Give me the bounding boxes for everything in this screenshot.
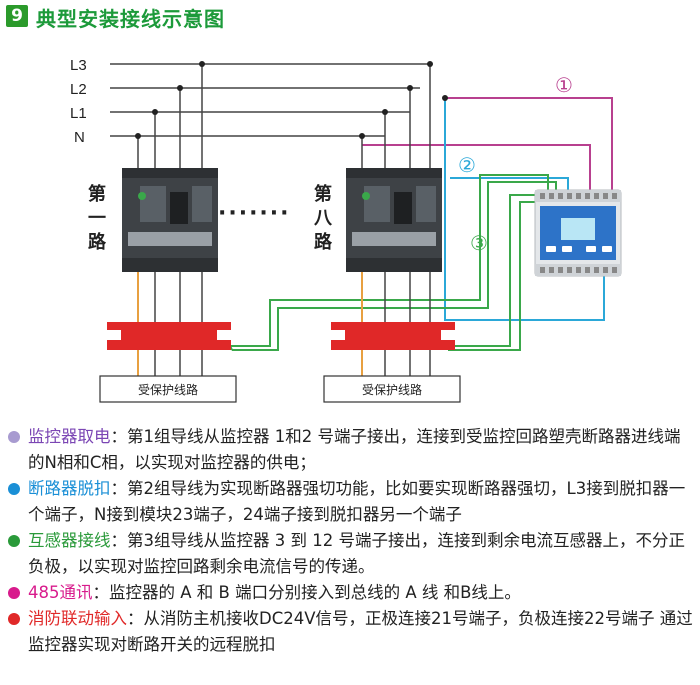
section-number-badge: 9 [6, 5, 28, 27]
legend-item-title: 消防联动输入 [28, 609, 127, 628]
breaker-8 [346, 168, 442, 272]
label-l2: L2 [70, 81, 87, 98]
bus-lines [110, 63, 430, 137]
legend-item-title: 监控器取电 [28, 427, 111, 446]
breaker-1-label-bottom-1: 一 [88, 208, 106, 229]
label-l3: L3 [70, 57, 87, 74]
legend-bullet-icon [8, 431, 20, 443]
legend-bullet-icon [8, 483, 20, 495]
wire-group-2 [444, 98, 605, 321]
legend-item: 消防联动输入：从消防主机接收DC24V信号，正极连接21号端子，负极连接22号端… [4, 606, 696, 658]
breaker-8-label-bottom-2: 路 [314, 231, 333, 253]
breaker-8-label-bottom-1: 八 [314, 208, 333, 229]
monitor-device [534, 189, 622, 277]
legend-item: 互感器接线：第3组导线从监控器 3 到 12 号端子接出，连接到剩余电流互感器上… [4, 528, 696, 580]
legend: 监控器取电：第1组导线从监控器 1和2 号端子接出，连接到受监控回路塑壳断路器进… [4, 424, 696, 658]
marker-1: ① [555, 73, 573, 97]
legend-item-text: ：第2组导线为实现断路器强切功能，比如要实现断路器强切，L3接到脱扣器一个端子，… [28, 479, 686, 524]
load-label-left: 受保护线路 [138, 382, 198, 397]
legend-bullet-icon [8, 535, 20, 547]
wire-group-1 [362, 97, 613, 190]
legend-item-text: ：监控器的 A 和 B 端口分别接入到总线的 A 线 和B线上。 [92, 583, 521, 602]
current-transformer-8 [331, 322, 455, 350]
load-box-left: 受保护线路 [99, 375, 237, 403]
junction-dots [135, 61, 448, 139]
load-box-right: 受保护线路 [323, 375, 461, 403]
wiring-diagram: L3 L2 L1 N [70, 57, 622, 403]
legend-bullet-icon [8, 587, 20, 599]
label-n: N [74, 129, 85, 146]
legend-bullet-icon [8, 613, 20, 625]
breaker-1-label-bottom-2: 路 [88, 231, 107, 253]
legend-item: 485通讯：监控器的 A 和 B 端口分别接入到总线的 A 线 和B线上。 [4, 580, 696, 606]
load-label-right: 受保护线路 [362, 382, 422, 397]
legend-item: 监控器取电：第1组导线从监控器 1和2 号端子接出，连接到受监控回路塑壳断路器进… [4, 424, 696, 476]
label-l1: L1 [70, 105, 87, 122]
legend-item-title: 断路器脱扣 [28, 479, 111, 498]
breaker-8-label-top: 第 [314, 183, 332, 205]
legend-item: 断路器脱扣：第2组导线为实现断路器强切功能，比如要实现断路器强切，L3接到脱扣器… [4, 476, 696, 528]
legend-item-text: ：从消防主机接收DC24V信号，正极连接21号端子，负极连接22号端子 通过监控… [28, 609, 693, 654]
breaker-1 [122, 168, 218, 272]
monitor-lcd [561, 218, 595, 240]
breaker-ellipsis: ······· [218, 201, 291, 226]
legend-item-text: ：第1组导线从监控器 1和2 号端子接出，连接到受监控回路塑壳断路器进线端的N相… [28, 427, 681, 472]
breaker-1-label-top: 第 [88, 183, 106, 205]
current-transformer-1 [107, 322, 231, 350]
legend-item-title: 互感器接线 [28, 531, 111, 550]
legend-item-title: 485通讯 [28, 583, 93, 602]
feed-lines [137, 64, 431, 172]
marker-2: ② [458, 153, 476, 177]
marker-3: ③ [470, 231, 488, 255]
section-header: 9 典型安装接线示意图 [0, 0, 700, 32]
section-title: 典型安装接线示意图 [36, 7, 225, 31]
legend-item-text: ：第3组导线从监控器 3 到 12 号端子接出，连接到剩余电流互感器上，不分正负… [28, 531, 685, 576]
